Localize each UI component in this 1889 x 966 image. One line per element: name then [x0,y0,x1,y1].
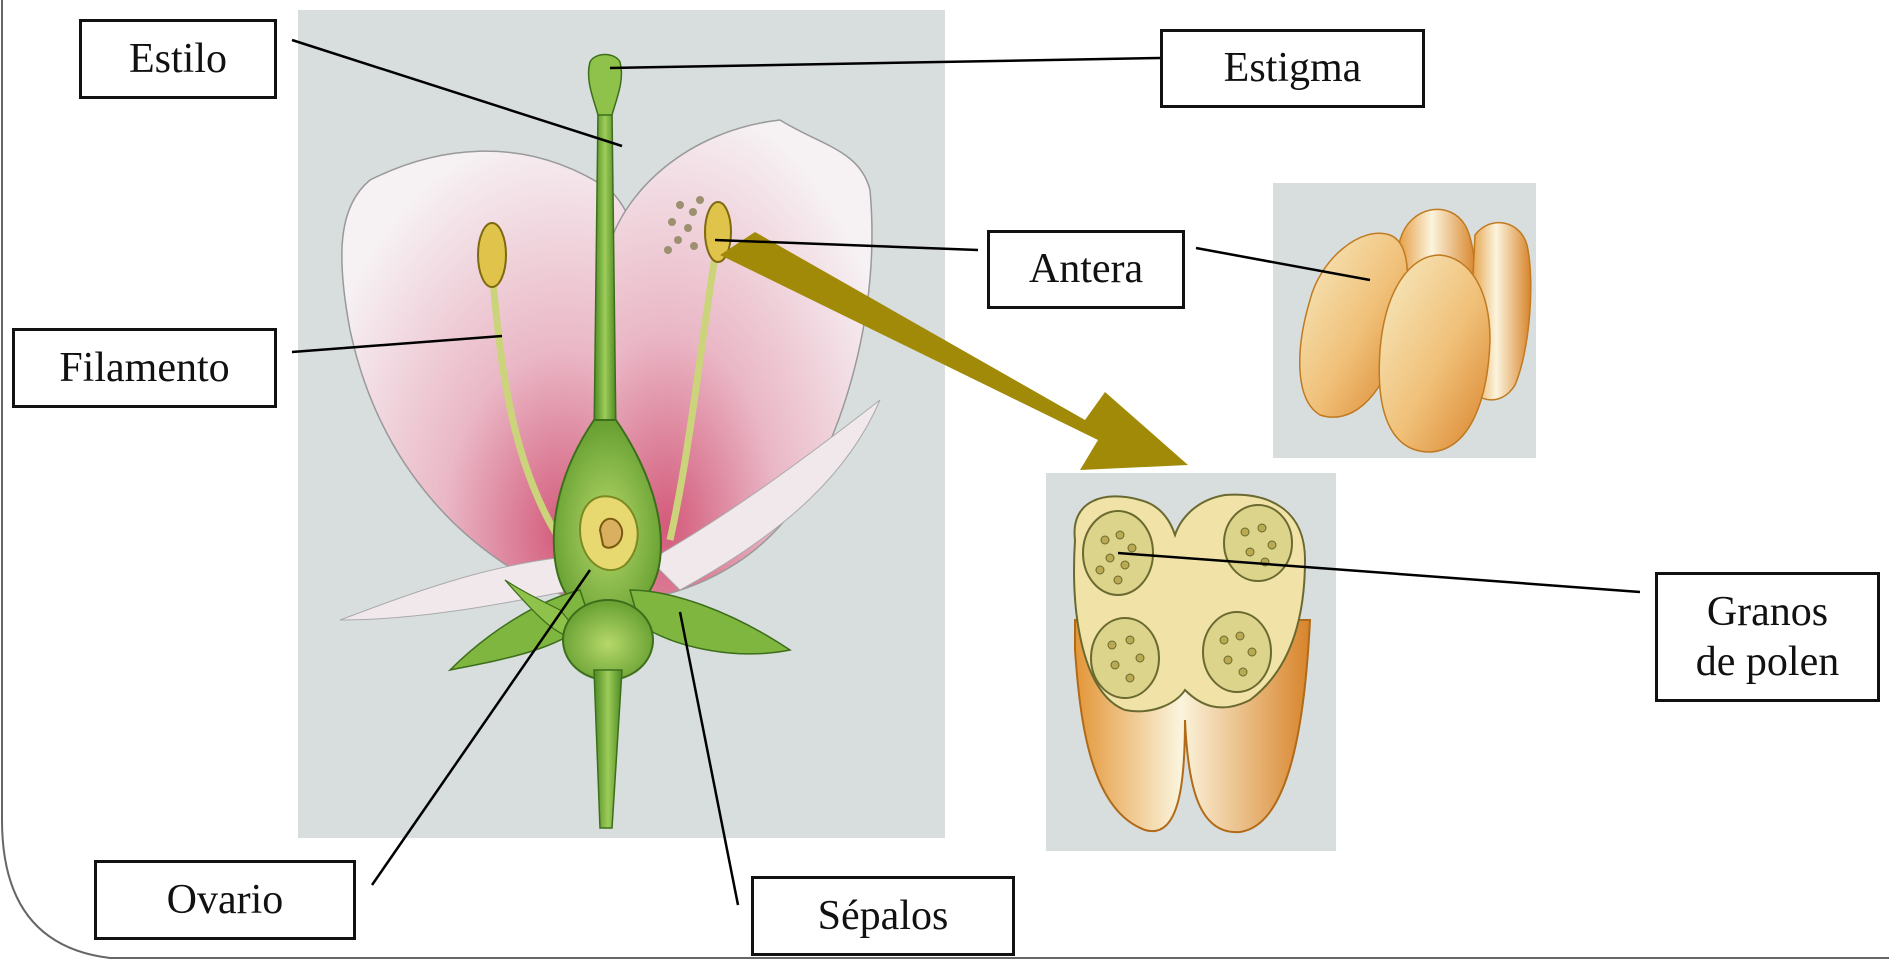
label-sepalos: Sépalos [751,876,1015,956]
label-estigma-text: Estigma [1224,43,1362,93]
label-antera: Antera [987,230,1185,309]
style [594,110,616,440]
anther-exterior-illustration [1273,183,1536,458]
label-estilo-text: Estilo [129,34,227,84]
pollen-sac-bottom-left [1091,618,1159,698]
flower-illustration [298,10,945,838]
label-ovario: Ovario [94,860,356,940]
ovule [600,519,622,548]
label-granos-line2: de polen [1696,637,1839,687]
label-sepalos-text: Sépalos [818,891,949,941]
label-ovario-text: Ovario [167,875,284,925]
label-antera-text: Antera [1029,244,1143,294]
anther-cross-section-illustration [1046,473,1336,851]
label-filamento: Filamento [12,328,277,408]
label-granos-line1: Granos [1707,587,1828,637]
anther-left [478,223,506,287]
receptacle [563,600,653,680]
label-estigma: Estigma [1160,29,1425,108]
label-estilo: Estilo [79,19,277,99]
label-granos-de-polen: Granos de polen [1655,572,1880,702]
label-filamento-text: Filamento [59,343,229,393]
pollen-sac-bottom-right [1203,612,1271,692]
pollen-sac-top-right [1224,505,1292,581]
